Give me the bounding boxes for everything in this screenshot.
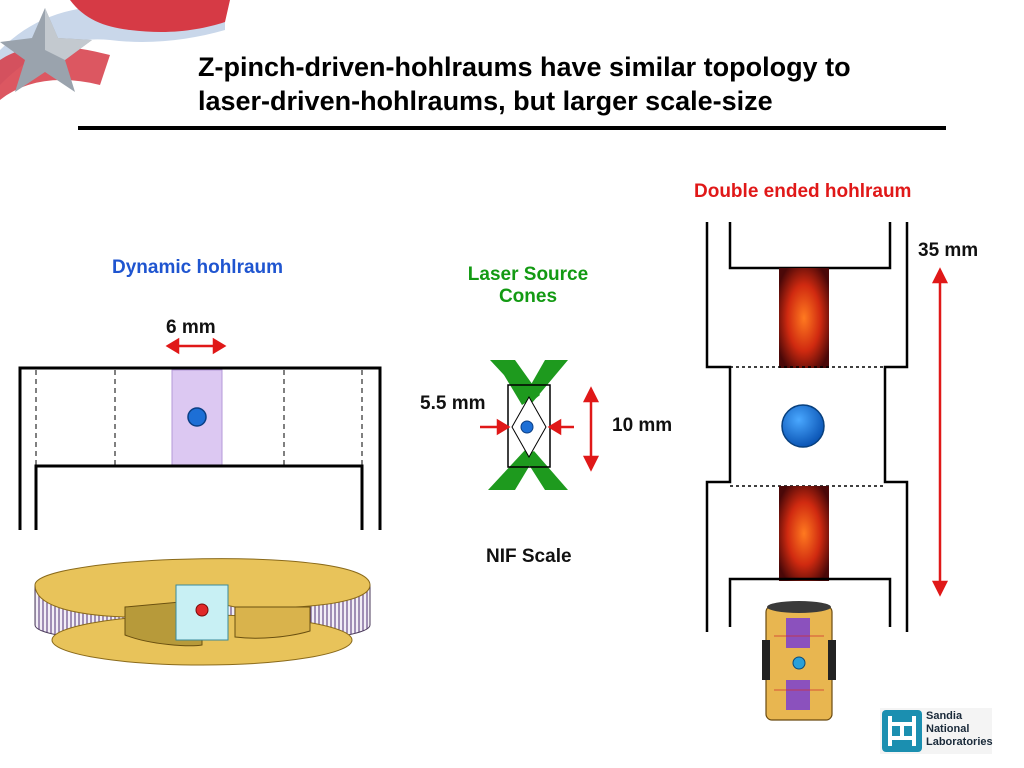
double-ended-hohlraum-label: Double ended hohlraum — [694, 181, 912, 202]
title-underline — [78, 126, 946, 130]
double-dimension-arrow — [931, 267, 949, 597]
sandia-logo: Sandia National Laboratories — [880, 708, 993, 754]
dynamic-capsule — [187, 407, 207, 427]
sandia-thunderbird-icon — [882, 710, 922, 752]
sandia-logo-line3: Laboratories — [926, 736, 993, 748]
sandia-logo-line1: Sandia — [926, 710, 963, 722]
dynamic-hohlraum-label: Dynamic hohlraum — [112, 257, 284, 278]
flag-star-emblem — [0, 0, 230, 100]
laser-source-label-line2: Cones — [498, 286, 558, 307]
double-capsule — [781, 404, 825, 448]
sandia-logo-text: Sandia National Laboratories — [926, 710, 993, 749]
laser-source-label: Laser Source Cones — [455, 264, 601, 308]
dynamic-hohlraum-cross-section — [18, 337, 382, 530]
laser-height-arrow — [582, 386, 600, 472]
laser-hohlraum-diagram — [480, 360, 600, 490]
dynamic-dimension-arrow — [165, 337, 227, 355]
double-dimension-label: 35 mm — [918, 240, 979, 261]
nif-scale-label: NIF Scale — [486, 546, 572, 567]
laser-source-label-line1: Laser Source — [467, 264, 589, 285]
dynamic-hohlraum-3d — [34, 558, 371, 666]
laser-width-arrows — [480, 418, 574, 436]
slide-title-line1: Z-pinch-driven-hohlraums have similar to… — [198, 52, 851, 82]
laser-height-dimension: 10 mm — [612, 415, 673, 436]
slide-title: Z-pinch-driven-hohlraums have similar to… — [198, 50, 998, 118]
laser-capsule — [520, 420, 534, 434]
slide-title-line2: laser-driven-hohlraums, but larger scale… — [198, 86, 773, 116]
dynamic-dimension-label: 6 mm — [166, 317, 216, 338]
double-hohlraum-3d — [762, 601, 836, 721]
double-hohlraum-cross-section — [705, 222, 949, 632]
laser-width-dimension: 5.5 mm — [420, 393, 486, 414]
sandia-logo-line2: National — [926, 723, 970, 735]
